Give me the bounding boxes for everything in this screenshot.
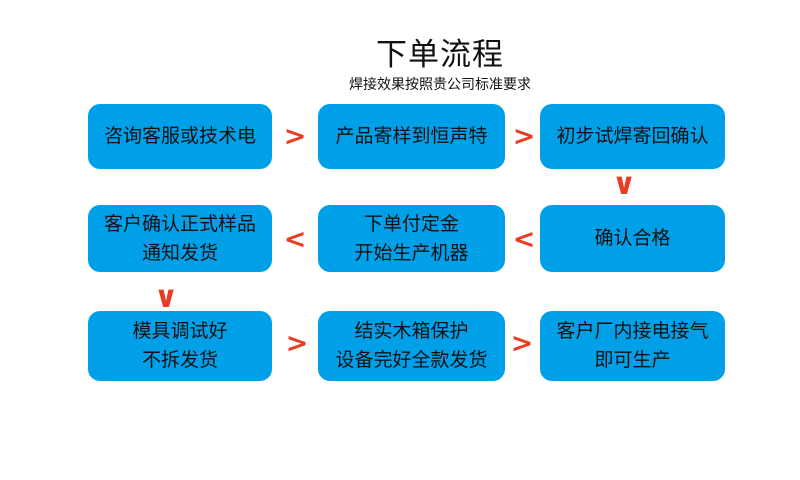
- flow-step-label: 初步试焊寄回确认: [556, 125, 709, 147]
- arrow-right-icon: >: [283, 120, 307, 152]
- flow-step-customer-power-gas: 客户厂内接电接气 即可生产: [540, 311, 725, 381]
- arrow-right-icon: >: [512, 120, 536, 152]
- flow-step-order-pay-deposit: 下单付定金 开始生产机器: [318, 205, 505, 272]
- flow-step-label: 即可生产: [594, 349, 671, 371]
- page-subtitle: 焊接效果按照贵公司标准要求: [349, 77, 531, 93]
- flow-step-label: 模具调试好: [132, 320, 228, 342]
- flow-step-crate-full-payment-ship: 结实木箱保护 设备完好全款发货: [318, 311, 505, 381]
- flow-step-label: 设备完好全款发货: [335, 349, 488, 371]
- arrow-right-icon: >: [285, 327, 309, 359]
- flow-step-label: 咨询客服或技术电: [103, 125, 256, 147]
- arrow-left-icon: <: [283, 223, 307, 255]
- flow-step-customer-confirm-sample: 客户确认正式样品 通知发货: [88, 205, 272, 272]
- flow-step-label: 下单付定金: [363, 212, 459, 235]
- flow-step-consult: 咨询客服或技术电: [88, 104, 272, 169]
- flow-step-send-sample: 产品寄样到恒声特: [318, 104, 505, 169]
- arrow-left-icon: <: [512, 223, 536, 255]
- flow-step-label: 开始生产机器: [354, 241, 469, 264]
- flow-step-confirm-qualified: 确认合格: [540, 205, 725, 272]
- flow-step-label: 确认合格: [594, 227, 671, 249]
- flow-step-label: 客户厂内接电接气: [556, 320, 709, 342]
- flow-step-trial-weld-confirm: 初步试焊寄回确认: [540, 104, 725, 169]
- arrow-down-icon: ∨: [153, 279, 179, 315]
- flow-step-label: 结实木箱保护: [354, 320, 469, 342]
- flow-step-label: 不拆发货: [141, 349, 218, 371]
- flow-step-label: 客户确认正式样品: [103, 212, 256, 235]
- arrow-down-icon: ∨: [611, 166, 637, 202]
- flow-step-label: 通知发货: [141, 241, 218, 264]
- arrow-right-icon: >: [510, 327, 534, 359]
- flow-step-mold-ready: 模具调试好 不拆发货: [88, 311, 272, 381]
- flow-step-label: 产品寄样到恒声特: [335, 125, 488, 147]
- page-title: 下单流程: [376, 37, 504, 73]
